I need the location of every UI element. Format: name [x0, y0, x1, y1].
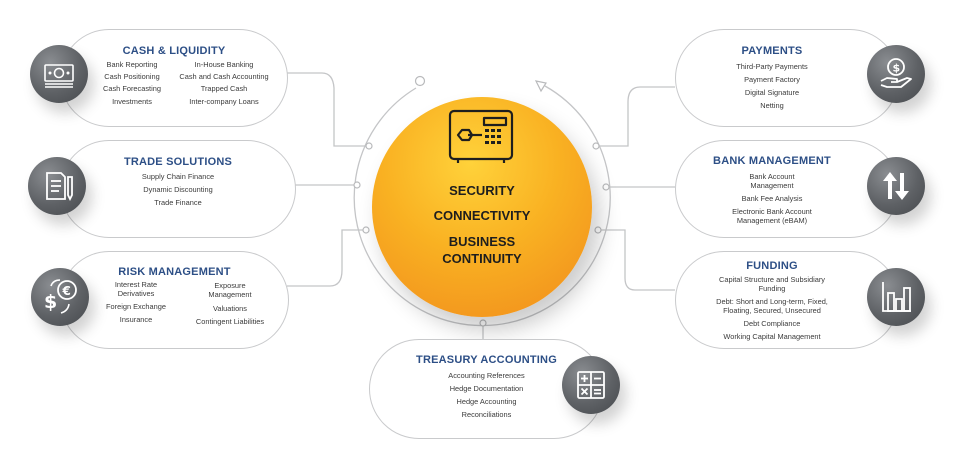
cash-right-0: In-House Banking: [194, 60, 254, 69]
calculator-icon: [562, 356, 620, 414]
risk-management-title: RISK MANAGEMENT: [118, 266, 231, 278]
svg-text:$: $: [44, 291, 57, 313]
document-pen-icon: [28, 157, 86, 215]
funding-item-1: Funding: [758, 284, 786, 293]
center-line-connectivity: CONNECTIVITY: [433, 208, 531, 223]
ring-arrow-icon: [534, 80, 547, 93]
cash-right-3: Inter-company Loans: [189, 97, 259, 106]
trade-item-2: Trade Finance: [154, 198, 202, 207]
bank-item-4: Management (eBAM): [736, 216, 808, 225]
risk-management-card: RISK MANAGEMENT Interest Rate Derivative…: [60, 251, 289, 349]
bank-item-2: Bank Fee Analysis: [741, 194, 803, 203]
payments-item-0: Third-Party Payments: [736, 62, 808, 71]
payments-item-2: Digital Signature: [744, 88, 800, 97]
cash-money-icon: [30, 45, 88, 103]
funding-card: FUNDING Capital Structure and Subsidiary…: [675, 251, 899, 349]
cash-liquidity-title: CASH & LIQUIDITY: [122, 45, 226, 57]
hand-coin-icon: $: [867, 45, 925, 103]
cash-left-1: Cash Positioning: [104, 72, 160, 81]
risk-left-1: Derivatives: [117, 289, 155, 298]
center-line-business: BUSINESS: [448, 234, 516, 249]
cash-right-2: Trapped Cash: [200, 84, 248, 93]
bank-management-card: BANK MANAGEMENT Bank Account Management …: [675, 140, 899, 238]
risk-right-2: Valuations: [213, 304, 247, 313]
trade-item-1: Dynamic Discounting: [143, 185, 213, 194]
trade-item-0: Supply Chain Finance: [141, 172, 215, 181]
risk-left-3: Insurance: [119, 315, 153, 324]
ring-end-dot: [414, 75, 426, 87]
cash-liquidity-card: CASH & LIQUIDITY Bank Reporting Cash Pos…: [60, 29, 288, 127]
cash-left-0: Bank Reporting: [106, 60, 158, 69]
currency-exchange-icon: $ €: [31, 268, 89, 326]
risk-right-3: Contingent Liabilities: [195, 317, 265, 326]
payments-title: PAYMENTS: [741, 45, 803, 57]
center-line-security: SECURITY: [449, 183, 515, 198]
trade-solutions-card: TRADE SOLUTIONS Supply Chain Finance Dyn…: [60, 140, 296, 238]
funding-item-4: Debt Compliance: [743, 319, 801, 328]
treasury-item-3: Reconciliations: [461, 410, 512, 419]
risk-right-0: Exposure: [214, 281, 246, 290]
funding-title: FUNDING: [746, 260, 798, 272]
treasury-item-0: Accounting References: [448, 371, 525, 380]
trade-solutions-title: TRADE SOLUTIONS: [123, 156, 233, 168]
risk-left-2: Foreign Exchange: [106, 302, 166, 311]
bank-item-1: Management: [750, 181, 794, 190]
risk-left-0: Interest Rate: [114, 280, 158, 289]
cash-left-3: Investments: [112, 97, 152, 106]
safe-icon: [448, 109, 514, 163]
risk-right-1: Management: [208, 290, 252, 299]
funding-item-3: Floating, Secured, Unsecured: [723, 306, 821, 315]
treasury-accounting-title: TREASURY ACCOUNTING: [416, 354, 557, 366]
payments-item-3: Netting: [760, 101, 784, 110]
payments-card: PAYMENTS Third-Party Payments Payment Fa…: [675, 29, 899, 127]
funding-item-0: Capital Structure and Subsidiary: [719, 275, 825, 284]
funding-item-5: Working Capital Management: [723, 332, 821, 341]
center-line-continuity: CONTINUITY: [442, 251, 522, 266]
svg-text:€: €: [62, 284, 71, 298]
cash-left-2: Cash Forecasting: [103, 84, 161, 93]
bank-item-0: Bank Account: [749, 172, 795, 181]
up-down-arrows-icon: [867, 157, 925, 215]
center-circle: SECURITY CONNECTIVITY BUSINESS CONTINUIT…: [372, 97, 592, 317]
svg-text:$: $: [893, 62, 901, 75]
bar-chart-icon: [867, 268, 925, 326]
treasury-item-1: Hedge Documentation: [449, 384, 524, 393]
cash-right-1: Cash and Cash Accounting: [179, 72, 269, 81]
payments-item-1: Payment Factory: [744, 75, 800, 84]
bank-item-3: Electronic Bank Account: [732, 207, 812, 216]
funding-item-2: Debt: Short and Long-term, Fixed,: [716, 297, 828, 306]
bank-management-title: BANK MANAGEMENT: [713, 155, 831, 167]
treasury-item-2: Hedge Accounting: [456, 397, 517, 406]
